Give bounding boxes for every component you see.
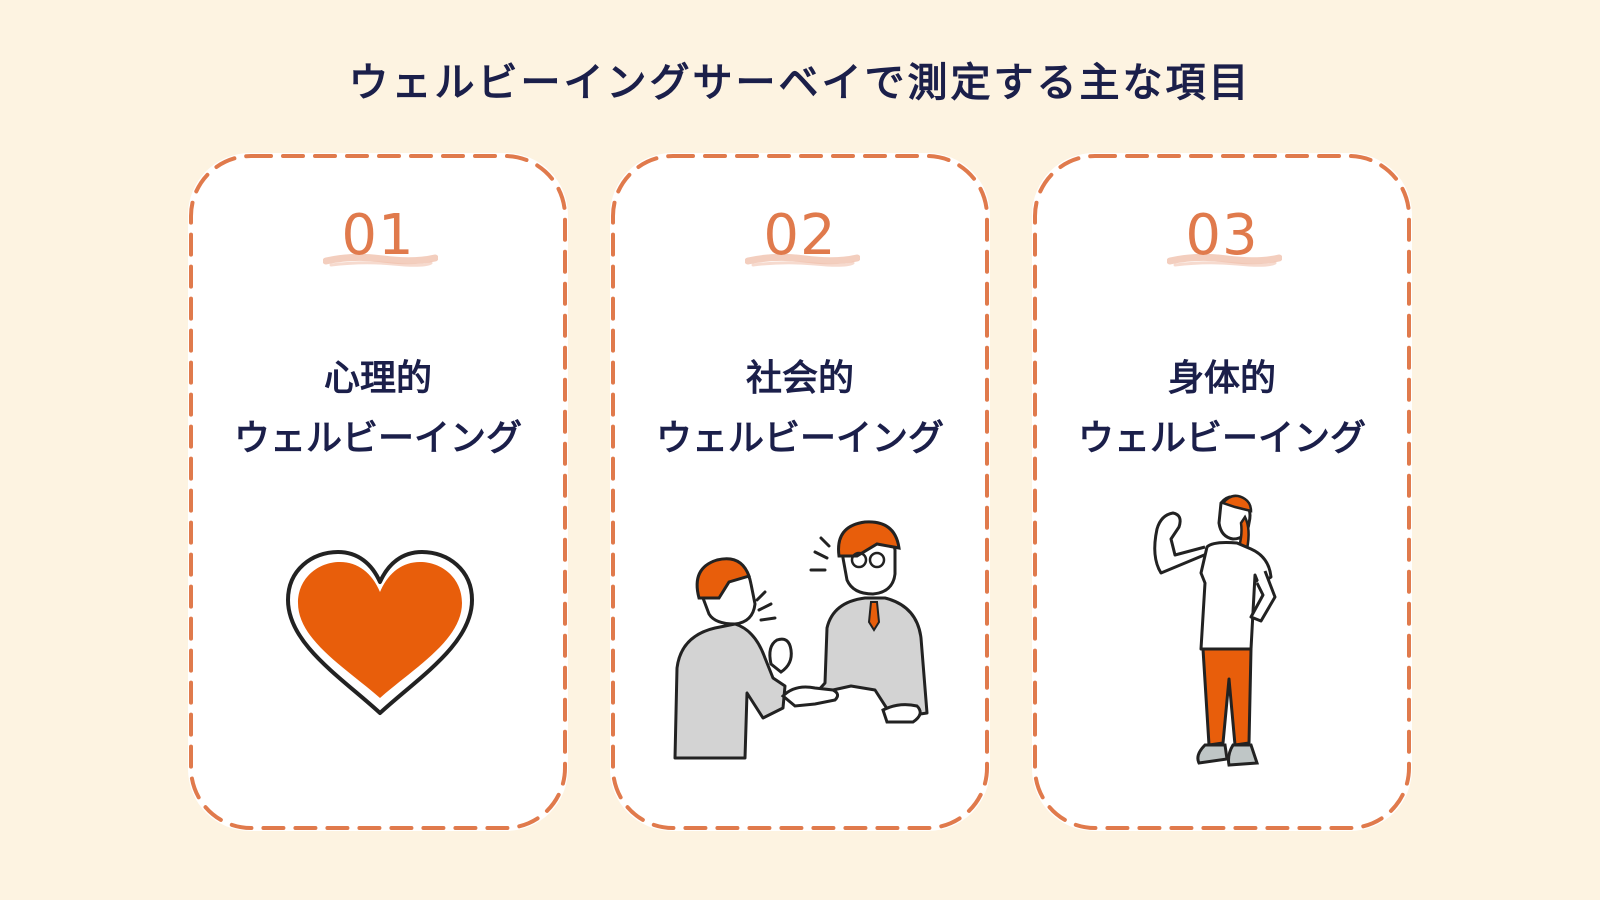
card-title: 社会的 ウェルビーイング <box>610 349 990 469</box>
card-number: 02 <box>763 203 837 268</box>
card-number: 01 <box>341 203 415 268</box>
card-title-line1: 心理的 <box>323 358 432 399</box>
card-psychological: 01 心理的 ウェルビーイング <box>188 153 568 831</box>
page-title: ウェルビーイングサーベイで測定する主な項目 <box>348 60 1252 106</box>
card-title: 身体的 ウェルビーイング <box>1032 349 1412 469</box>
card-title-line1: 身体的 <box>1167 358 1276 399</box>
strong-woman-icon <box>1153 494 1277 767</box>
card-number: 03 <box>1185 203 1259 268</box>
card-physical: 03 身体的 ウェルビーイング <box>1032 153 1412 831</box>
card-title: 心理的 ウェルビーイング <box>188 349 568 469</box>
handshake-people-icon <box>673 520 929 760</box>
card-title-line2: ウェルビーイング <box>233 418 522 459</box>
card-title-line1: 社会的 <box>745 358 854 399</box>
card-title-line2: ウェルビーイング <box>655 418 944 459</box>
card-social: 02 社会的 ウェルビーイング <box>610 153 990 831</box>
card-title-line2: ウェルビーイング <box>1077 418 1366 459</box>
heart-icon <box>286 550 474 715</box>
